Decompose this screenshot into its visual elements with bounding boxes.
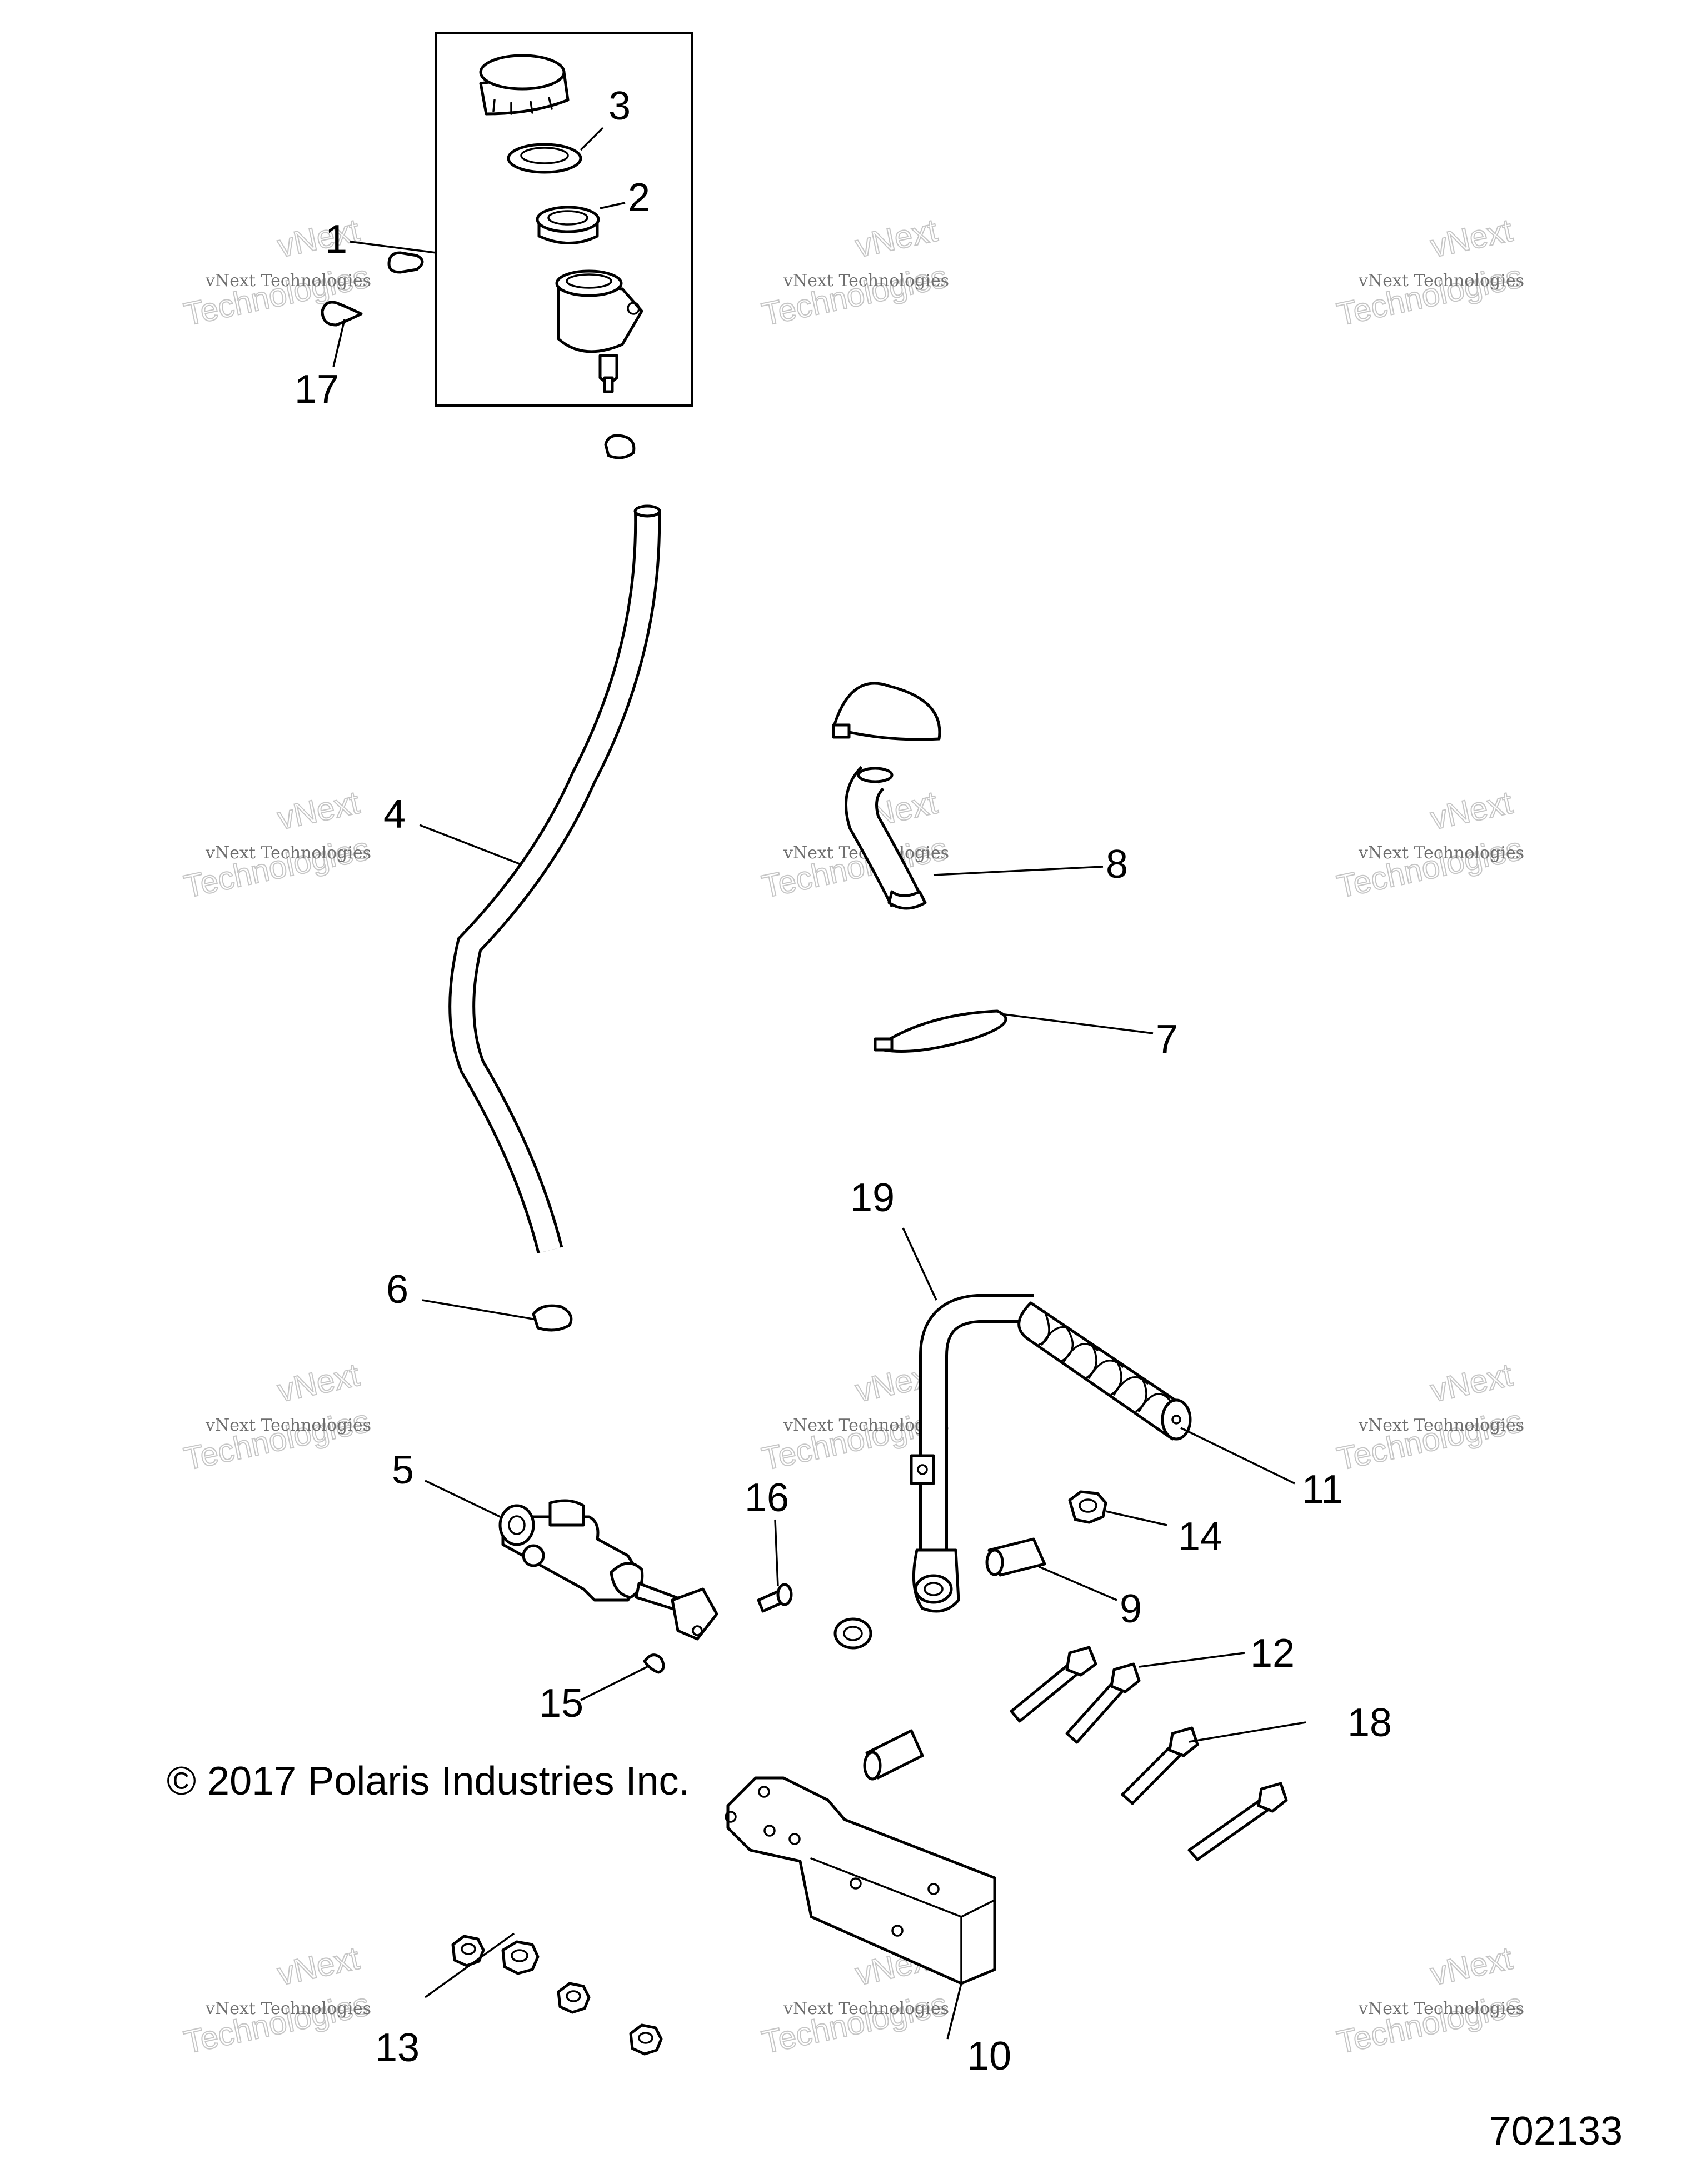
reservoir-group-box bbox=[435, 32, 693, 407]
watermark-large-bottom: Technologies bbox=[181, 1986, 373, 2061]
watermark-small: vNext Technologies bbox=[783, 271, 949, 291]
part-8-hose bbox=[845, 766, 927, 910]
part-2-ring bbox=[536, 206, 600, 244]
callout-9: 9 bbox=[1120, 1587, 1142, 1631]
callout-4: 4 bbox=[383, 792, 406, 837]
watermark-large-top: vNext bbox=[274, 1357, 363, 1409]
callout-13: 13 bbox=[375, 2026, 420, 2070]
watermark-small: vNext Technologies bbox=[205, 1999, 371, 2018]
reservoir-group bbox=[321, 32, 693, 407]
hose-clamp-top bbox=[604, 434, 636, 459]
callout-3: 3 bbox=[608, 84, 631, 128]
grommet bbox=[387, 251, 424, 274]
part-19-pedal bbox=[910, 1294, 1034, 1613]
reservoir-cap bbox=[479, 54, 570, 116]
part-3-seal bbox=[507, 143, 582, 174]
copyright-text: © 2017 Polaris Industries Inc. bbox=[167, 1759, 690, 1803]
watermark-large-bottom: Technologies bbox=[1334, 831, 1526, 905]
part-17-grommet bbox=[321, 301, 363, 327]
watermark-large-bottom: Technologies bbox=[1334, 1403, 1526, 1477]
watermark-large-bottom: Technologies bbox=[759, 1986, 951, 2061]
callout-7: 7 bbox=[1156, 1017, 1178, 1062]
part-10-bracket bbox=[725, 1776, 996, 1985]
callout-14: 14 bbox=[1178, 1515, 1222, 1559]
watermark-large-bottom: Technologies bbox=[1334, 1986, 1526, 2061]
watermark-large-top: vNext bbox=[274, 784, 363, 837]
bushing-lower bbox=[863, 1729, 924, 1781]
watermark-small: vNext Technologies bbox=[205, 1416, 371, 1435]
tie-strap-top bbox=[832, 682, 941, 741]
leader-lines bbox=[332, 127, 1306, 2040]
callout-15: 15 bbox=[539, 1681, 583, 1726]
watermark-large-top: vNext bbox=[1428, 212, 1516, 264]
watermark-small: vNext Technologies bbox=[1358, 1999, 1524, 2018]
watermark-large-top: vNext bbox=[1428, 1940, 1516, 1992]
callout-16: 16 bbox=[745, 1476, 789, 1520]
reservoir-body bbox=[555, 269, 643, 393]
part-9-bushing bbox=[985, 1537, 1046, 1577]
watermark-small: vNext Technologies bbox=[1358, 1416, 1524, 1435]
watermark-small: vNext Technologies bbox=[1358, 271, 1524, 291]
watermark-small: vNext Technologies bbox=[205, 843, 371, 863]
callout-8: 8 bbox=[1106, 842, 1128, 887]
watermark-small: vNext Technologies bbox=[783, 1999, 949, 2018]
callout-2: 2 bbox=[628, 176, 650, 220]
watermark-large-top: vNext bbox=[1428, 784, 1516, 837]
diagram-number: 702133 bbox=[1489, 2109, 1623, 2153]
part-16-pin bbox=[757, 1583, 793, 1613]
watermark-large-bottom: Technologies bbox=[759, 258, 951, 333]
part-11-grip bbox=[1017, 1301, 1192, 1441]
callout-11: 11 bbox=[1302, 1467, 1344, 1512]
callout-12: 12 bbox=[1250, 1631, 1295, 1676]
part-6-clamp bbox=[532, 1304, 573, 1332]
watermark-large-bottom: Technologies bbox=[181, 831, 373, 905]
part-7-tie-strap bbox=[874, 1009, 1007, 1053]
part-12-bolts bbox=[1010, 1646, 1141, 1744]
part-18-bolts bbox=[1121, 1726, 1288, 1861]
part-5-master-cylinder bbox=[498, 1499, 718, 1641]
callout-10: 10 bbox=[967, 2034, 1011, 2078]
watermark-large-top: vNext bbox=[852, 212, 941, 264]
part-14-nut bbox=[1068, 1490, 1107, 1524]
watermark-small: vNext Technologies bbox=[205, 271, 371, 291]
watermark-large-bottom: Technologies bbox=[181, 1403, 373, 1477]
part-4-hose bbox=[448, 504, 661, 1253]
part-15-clip bbox=[643, 1653, 665, 1674]
callout-19: 19 bbox=[850, 1176, 895, 1220]
callout-5: 5 bbox=[392, 1448, 414, 1492]
callout-1: 1 bbox=[325, 217, 347, 262]
watermark-small: vNext Technologies bbox=[1358, 843, 1524, 863]
callout-labels: 1 2 3 4 5 6 7 8 9 10 11 12 13 14 15 16 1… bbox=[295, 84, 1392, 2078]
callout-6: 6 bbox=[386, 1267, 408, 1312]
watermark-large-top: vNext bbox=[274, 212, 363, 264]
watermark-large-top: vNext bbox=[274, 1940, 363, 1992]
callout-17: 17 bbox=[295, 367, 339, 412]
callout-18: 18 bbox=[1347, 1701, 1392, 1745]
part-13-nuts bbox=[451, 1935, 663, 2056]
watermark-large-top: vNext bbox=[1428, 1357, 1516, 1409]
watermark-large-bottom: Technologies bbox=[1334, 258, 1526, 333]
washer bbox=[833, 1617, 872, 1650]
